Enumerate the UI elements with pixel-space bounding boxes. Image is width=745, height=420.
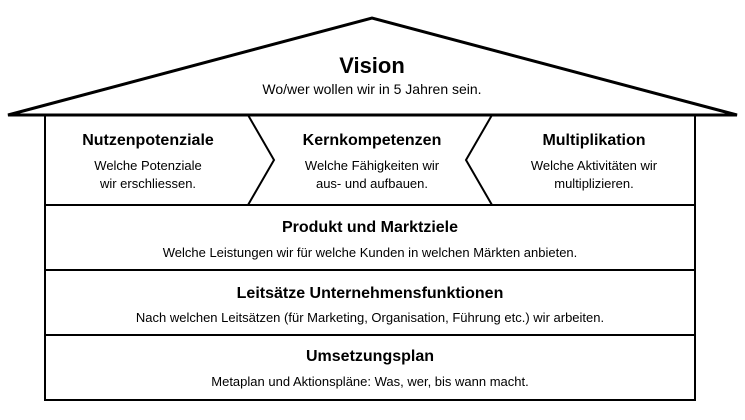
column-title-kernkompetenzen: Kernkompetenzen: [302, 132, 442, 149]
column-title-multiplikation: Multiplikation: [542, 132, 646, 149]
column-title-nutzenpotenziale: Nutzenpotenziale: [82, 132, 214, 149]
row-title-leitsaetze: Leitsätze Unternehmensfunktionen: [236, 285, 504, 302]
row-subtitle: Welche Leistungen wir für welche Kunden …: [162, 245, 578, 260]
vision-title: Vision: [339, 53, 405, 78]
row-title-umsetzungsplan: Umsetzungsplan: [305, 348, 434, 365]
column-text-line: Welche Potenziale: [94, 158, 202, 173]
chevron-left-divider: [464, 114, 493, 206]
column-text-line: Welche Aktivitäten wir: [530, 158, 658, 173]
row-title-produkt-marktziele: Produkt und Marktziele: [281, 219, 459, 236]
house-body: [44, 114, 696, 401]
column-text-line: aus- und aufbauen.: [315, 176, 429, 191]
column-text-line: Welche Fähigkeiten wir: [304, 158, 440, 173]
row-subtitle: Nach welchen Leitsätzen (für Marketing, …: [135, 310, 605, 325]
chevron-right-divider: [247, 114, 276, 206]
row-subtitle: Metaplan und Aktionspläne: Was, wer, bis…: [211, 374, 529, 389]
vision-subtitle: Wo/wer wollen wir in 5 Jahren sein.: [262, 81, 482, 97]
column-text-line: wir erschliessen.: [99, 176, 197, 191]
column-text-line: multiplizieren.: [554, 176, 634, 191]
